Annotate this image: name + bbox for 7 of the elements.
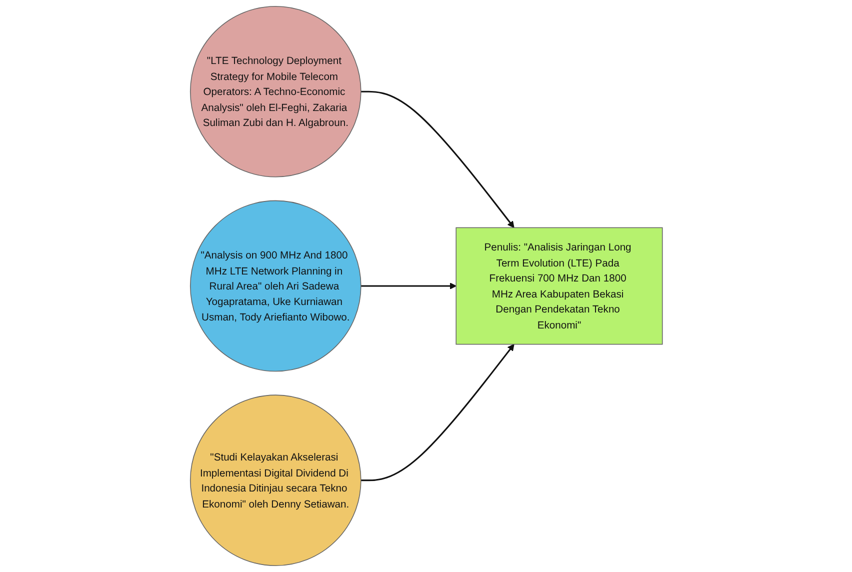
arrow bbox=[360, 282, 456, 290]
node-circle: "Analysis on 900 MHz And 1800 MHz LTE Network Planning in Rural Area" oleh Ari Sadewa Yogapratama, Uke Kurniawan Usman, Tody Ariefianto Wibowo. bbox=[190, 200, 361, 372]
arrow bbox=[360, 90, 514, 228]
node-circle: "LTE Technology Deployment Strategy for Mobile Telecom Operators: A Techno-Economic Analysis" oleh El-Feghi, Zakaria Suliman Zubi dan H. Algabroun. bbox=[190, 6, 361, 178]
node-circle: "Studi Kelayakan Akselerasi Implementasi Digital Dividend Di Indonesia Ditinjau secara Tekno Ekonomi" oleh Denny Setiawan. bbox=[190, 394, 361, 566]
arrow bbox=[360, 344, 514, 482]
node-box: Penulis: "Analisis Jaringan Long Term Evolution (LTE) Pada Frekuensi 700 MHz Dan 1800 MHz Area Kabupaten Bekasi Dengan Pendekatan Tekno Ekonomi" bbox=[455, 227, 662, 345]
